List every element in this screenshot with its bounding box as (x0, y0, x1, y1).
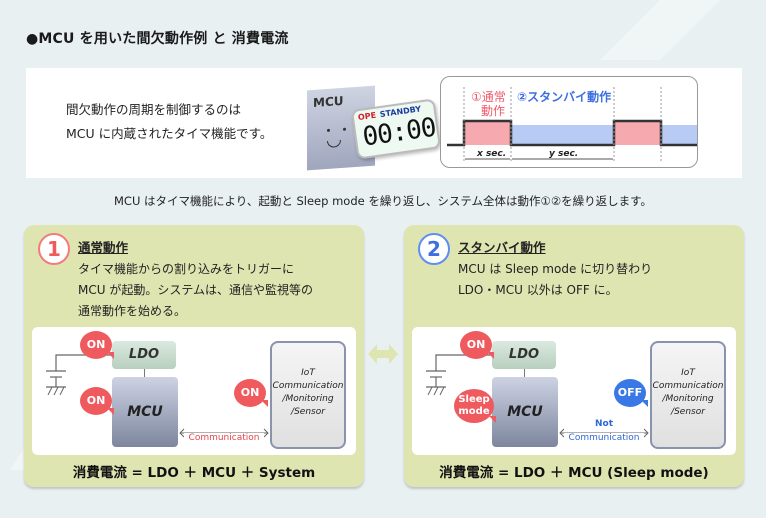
eye-icon (343, 127, 346, 131)
step-number: 1 (38, 233, 70, 265)
system-label-line: /Sensor (671, 407, 705, 417)
card-title: 通常動作 (78, 240, 129, 255)
double-arrow-icon (368, 344, 398, 364)
normal-period-fill (464, 121, 511, 145)
system-label-line: IoT (681, 368, 695, 378)
standby-label: ②スタンバイ動作 (517, 89, 611, 104)
comm-label-line: Communication (564, 433, 644, 443)
period-dividers (463, 87, 662, 161)
desc-line: MCU は Sleep mode に切り替わり (458, 262, 653, 276)
timer-illustration: OPE STANDBY 00:00 (350, 98, 442, 160)
page-title: ●MCU を用いた間欠動作例 と 消費電流 (26, 31, 289, 47)
system-label-line: /Monitoring (282, 394, 334, 404)
normal-label: 動作 (481, 104, 505, 118)
badge-line: mode (458, 406, 490, 417)
system-label-line: Communication (652, 381, 724, 391)
system-on-badge: ON (234, 379, 268, 407)
ldo-on-badge: ON (460, 331, 494, 359)
system-off-badge: OFF (614, 379, 648, 407)
system-label-line: /Sensor (291, 407, 325, 417)
ldo-block: LDO (112, 341, 176, 369)
mcu-block: MCU (492, 377, 558, 447)
system-label-line: Communication (272, 381, 344, 391)
mode-card-standby: 2 スタンバイ動作 MCU は Sleep mode に切り替わり LDO・MC… (404, 225, 744, 487)
not-communication-label: Not Communication (564, 419, 644, 443)
standby-period-fill (511, 125, 614, 145)
mcu-on-badge: ON (80, 387, 114, 415)
ldo-block: LDO (492, 341, 556, 369)
mcu-character-label: MCU (313, 93, 344, 110)
mode-card-normal: 1 通常動作 タイマ機能からの割り込みをトリガーに MCU が起動。システムは、… (24, 225, 364, 487)
system-diagram: LDO MCU IoT Communication /Monitoring /S… (412, 327, 736, 455)
mcu-block: MCU (112, 377, 178, 447)
badge-line: Sleep (458, 394, 490, 405)
system-block: IoT Communication /Monitoring /Sensor (650, 341, 726, 449)
normal-label: ①通常 (471, 90, 506, 104)
system-label-line: /Monitoring (662, 394, 714, 404)
current-formula: 消費電流 = LDO ＋ MCU (Sleep mode) (439, 465, 709, 481)
x-duration-label: x sec. (476, 149, 506, 159)
desc-line: タイマ機能からの割り込みをトリガーに (78, 262, 295, 276)
standby-period-fill (661, 125, 697, 145)
card-description: タイマ機能からの割り込みをトリガーに MCU が起動。システムは、通信や監視等の… (78, 259, 313, 322)
system-label-line: IoT (301, 368, 315, 378)
eye-icon (327, 128, 330, 132)
card-description: MCU は Sleep mode に切り替わり LDO・MCU 以外は OFF … (458, 259, 652, 301)
system-block: IoT Communication /Monitoring /Sensor (270, 341, 346, 449)
system-diagram: LDO MCU IoT Communication /Monitoring /S… (32, 327, 356, 455)
desc-line: 通常動作を始める。 (78, 304, 187, 318)
intro-line: MCU に内蔵されたタイマ機能です。 (66, 126, 273, 141)
card-title: スタンバイ動作 (458, 240, 546, 255)
comm-label-line: Not (594, 419, 614, 429)
smile-icon (327, 140, 341, 148)
normal-period-fill (614, 121, 661, 145)
ldo-mcu-line (144, 369, 145, 377)
mcu-sleep-badge: Sleep mode (454, 389, 496, 423)
summary-text: MCU はタイマ機能により、起動と Sleep mode を繰り返し、システム全… (114, 194, 652, 208)
ldo-on-badge: ON (80, 331, 114, 359)
timing-waveform: ①通常 動作 ②スタンバイ動作 x sec. y sec. (447, 87, 697, 161)
ldo-mcu-line (524, 369, 525, 377)
timing-diagram: ①通常 動作 ②スタンバイ動作 x sec. y sec. (440, 76, 698, 168)
intro-line: 間欠動作の周期を制御するのは (66, 102, 242, 117)
current-formula: 消費電流 = LDO ＋ MCU ＋ System (72, 465, 316, 481)
desc-line: LDO・MCU 以外は OFF に。 (458, 283, 618, 297)
communication-label: Communication (184, 433, 264, 443)
step-number: 2 (418, 233, 450, 265)
desc-line: MCU が起動。システムは、通信や監視等の (78, 283, 313, 297)
y-duration-label: y sec. (549, 149, 578, 159)
intro-panel: 間欠動作の周期を制御するのは MCU に内蔵されたタイマ機能です。 MCU OP… (26, 68, 742, 178)
intro-text: 間欠動作の周期を制御するのは MCU に内蔵されたタイマ機能です。 (66, 98, 272, 146)
